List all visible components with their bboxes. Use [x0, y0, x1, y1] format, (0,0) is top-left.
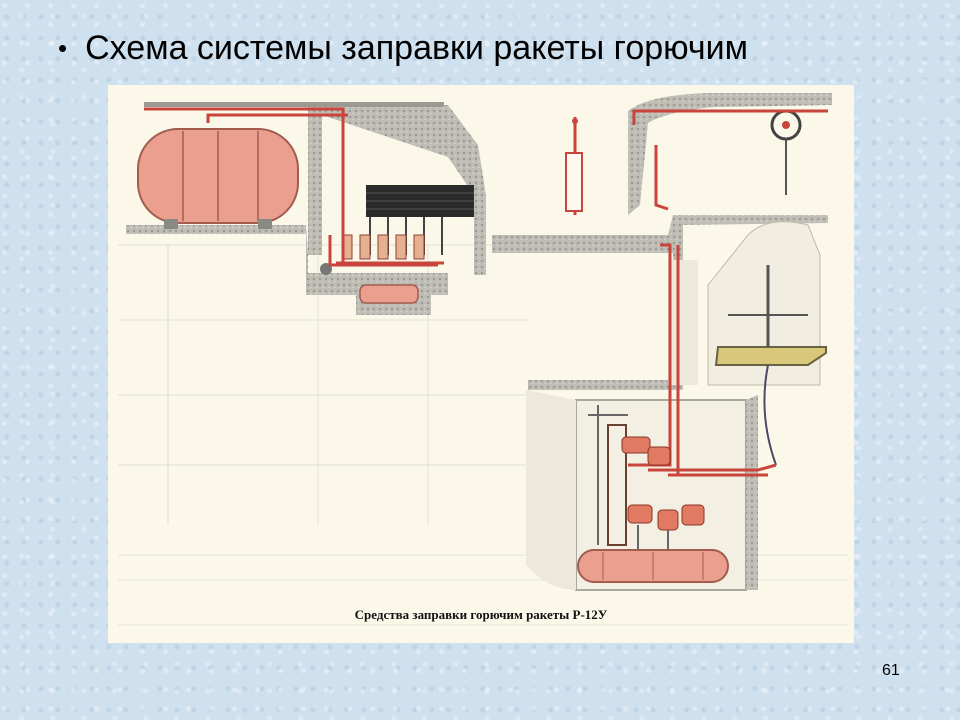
- vent-column: [565, 117, 583, 215]
- drain-tank: [359, 284, 419, 304]
- launch-platform: [714, 265, 827, 466]
- title-row: • Схема системы заправки ракеты горючим: [58, 28, 748, 68]
- hose-reel: [770, 109, 802, 195]
- pump-cluster: [588, 405, 705, 550]
- storage-pipes: [144, 107, 444, 267]
- bay-tank: [577, 549, 729, 583]
- slide-title: Схема системы заправки ракеты горючим: [85, 29, 748, 67]
- diagram-caption: Средства заправки горючим ракеты Р-12У: [354, 607, 608, 622]
- storage-concrete: [126, 102, 486, 315]
- valve-rack: [320, 185, 474, 275]
- launcher-concrete: [492, 93, 832, 390]
- launcher-pipes: [628, 109, 828, 477]
- diagram-drawing: [118, 93, 848, 626]
- page-number: 61: [882, 662, 900, 679]
- storage-tank: [137, 128, 299, 229]
- fuel-system-diagram: Средства заправки горючим ракеты Р-12У: [108, 85, 854, 643]
- bullet: •: [58, 33, 68, 63]
